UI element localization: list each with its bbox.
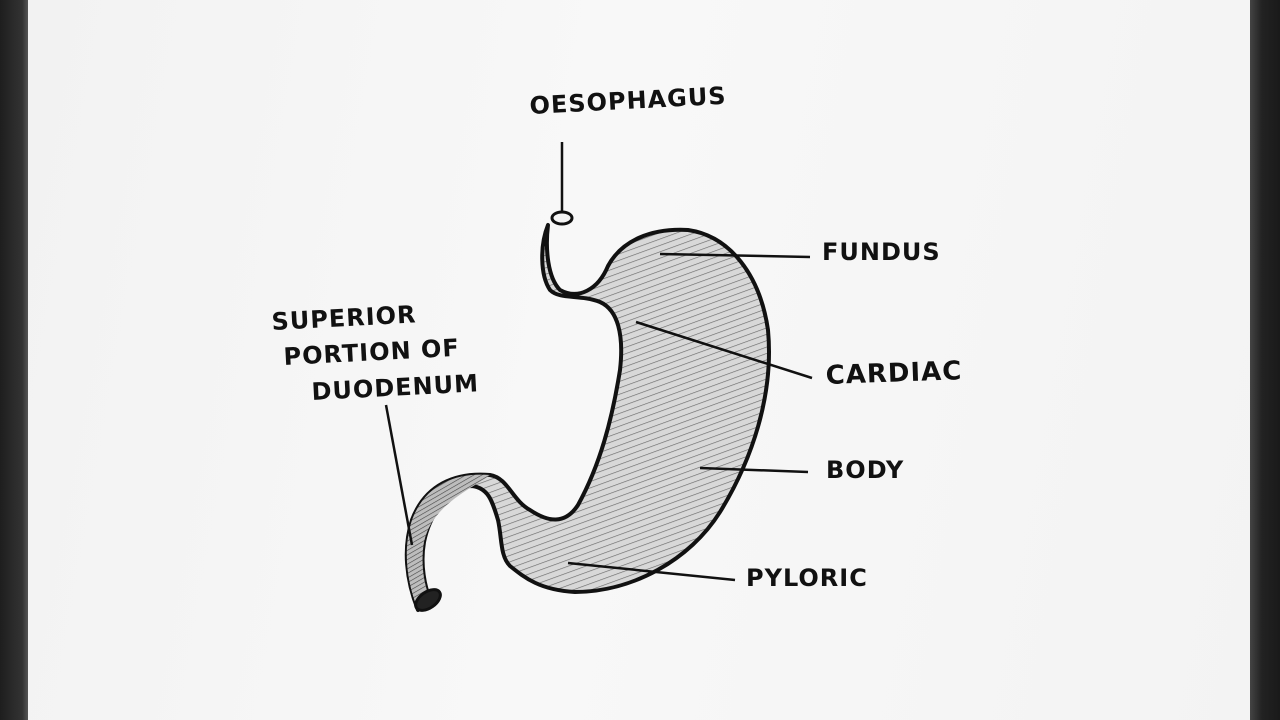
body-label: BODY: [826, 456, 904, 484]
oesophagus-label: OESOPHAGUS: [529, 82, 727, 120]
fundus-label: FUNDUS: [822, 238, 941, 266]
fundus-leader-line: [659, 252, 811, 259]
duodenum-label-line-3: DUODENUM: [311, 369, 480, 406]
duodenum-shading: [406, 474, 490, 610]
table-edge-left: [0, 0, 28, 720]
cardiac-leader-line: [635, 320, 813, 380]
duodenum-opening: [414, 588, 442, 612]
table-edge-right: [1250, 0, 1280, 720]
duodenum-label-line-2: PORTION OF: [283, 334, 461, 371]
body-leader-line: [699, 466, 809, 474]
duodenum-leader-line: [384, 404, 414, 546]
oesophagus-opening: [550, 210, 574, 226]
pyloric-label: PYLORIC: [746, 564, 868, 592]
pyloric-leader-line: [567, 561, 736, 582]
cardiac-label: CARDIAC: [825, 356, 963, 391]
duodenum-label-line-1: SUPERIOR: [271, 300, 417, 336]
stomach-outline: [404, 223, 771, 612]
